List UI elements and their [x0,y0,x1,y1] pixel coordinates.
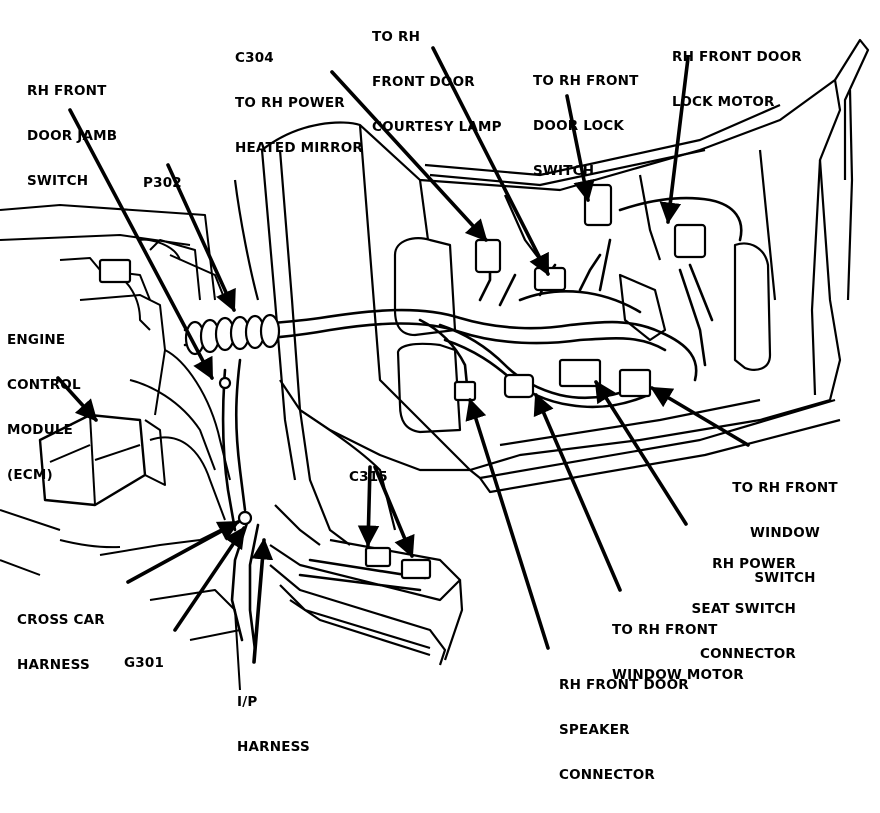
leader-speaker [465,397,550,650]
label-door-jamb-switch: RH FRONT DOOR JAMB SWITCH [27,83,118,189]
wiring-diagram: RH FRONT DOOR JAMB SWITCH C304 TO RH POW… [0,29,870,783]
label-c315: C315 [349,469,388,485]
courtesy-lamp-connector [474,238,502,274]
leader-g301 [173,526,246,632]
leader-door-jamb-switch [68,108,214,380]
leader-window-motor [533,393,622,592]
label-window-switch: TO RH FRONT WINDOW SWITCH [732,480,838,586]
door-connectors [98,183,707,580]
label-courtesy-lamp: TO RH FRONT DOOR COURTESY LAMP [372,29,502,135]
label-window-motor: TO RH FRONT WINDOW MOTOR [612,622,744,683]
door-wiring-illustration [0,38,870,691]
leader-seat-switch [594,380,688,526]
label-seat-switch: RH POWER SEAT SWITCH CONNECTOR [691,556,796,662]
g301-ground [237,510,253,526]
leader-courtesy-lamp [431,46,550,276]
speaker-connector [453,380,477,402]
label-cross-car-harness: CROSS CAR HARNESS [17,612,105,673]
door-shell [261,38,870,494]
c315-connector-a [364,546,392,568]
label-ecm: ENGINE CONTROL MODULE (ECM) [7,332,81,483]
label-door-lock-motor: RH FRONT DOOR LOCK MOTOR [672,49,802,110]
lock-motor-connector [673,223,707,259]
label-c304: C304 TO RH POWER HEATED MIRROR [235,50,363,156]
leader-door-lock-switch [565,94,595,203]
leader-ip-harness [251,537,274,664]
p302-connector [184,313,281,356]
leader-p302 [166,163,236,312]
body-pillar [233,149,464,666]
label-p302: P302 [143,175,182,191]
wire-harness [183,196,743,652]
leader-ecm [56,376,98,422]
label-g301: G301 [124,655,165,671]
leader-lines [56,46,750,664]
label-ip-harness: I/P HARNESS [237,694,310,755]
seat-switch-connector [558,358,602,388]
lock-switch-connector [533,266,567,292]
leader-door-lock-motor [659,56,690,225]
window-motor-connector [503,373,535,399]
c315-connector-b [400,558,432,580]
leader-c315-b [373,465,415,558]
window-switch-connector [618,368,652,398]
label-door-lock-switch: TO RH FRONT DOOR LOCK SWITCH [533,73,639,179]
leader-cross-car [126,520,240,584]
leader-c315-a [357,465,380,548]
label-speaker: RH FRONT DOOR SPEAKER CONNECTOR [559,677,689,783]
leader-c304 [330,70,488,242]
leader-window-switch [650,386,750,447]
